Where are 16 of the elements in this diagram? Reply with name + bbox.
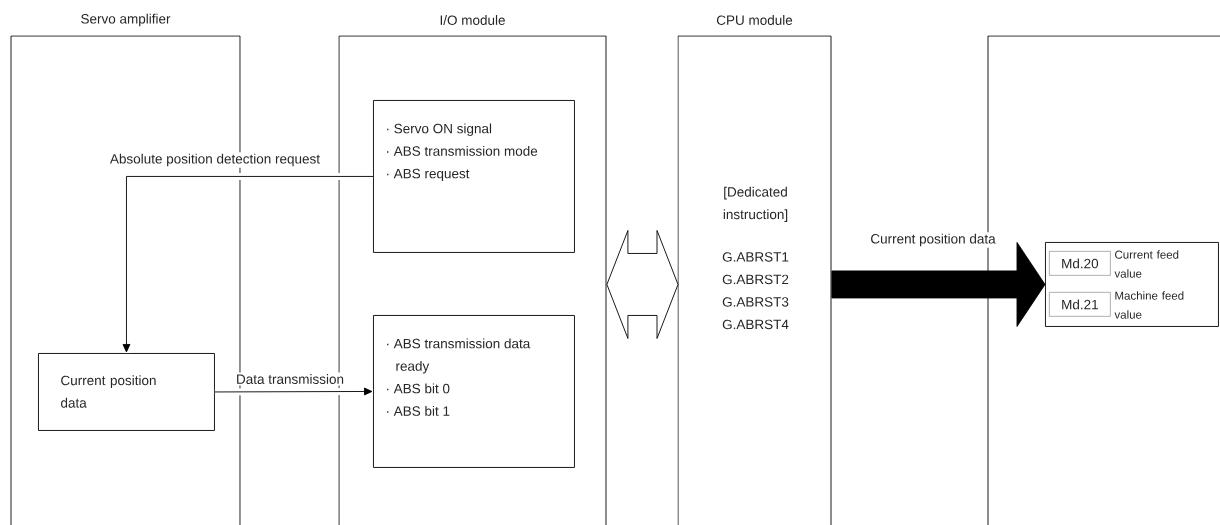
signal-list-box: · ABS transmission data ready · ABS bit 0 · ABS bit 1 <box>373 315 575 468</box>
block-arrow <box>606 230 679 339</box>
register-label: Current feed value <box>1114 250 1179 278</box>
column-panel: CPU module [Dedicated instruction] G.ABRST1 G.ABRST2 G.ABRST3 G.ABRST4 <box>677 15 832 525</box>
edge-label: Current position data <box>868 232 998 248</box>
register-box: Md.20 <box>1049 251 1111 276</box>
register-box: Md.21 <box>1049 292 1111 317</box>
process-box: Current position data <box>38 353 215 431</box>
arrow <box>214 387 373 396</box>
edge-label: Data transmission <box>234 372 346 386</box>
block-arrow <box>831 242 1046 327</box>
data-box <box>1045 242 1219 327</box>
signal-list-box: · Servo ON signal · ABS transmission mode · ABS request <box>373 100 575 253</box>
arrow <box>122 172 374 353</box>
edge-label: Absolute position detection request <box>108 152 322 168</box>
register-label: Machine feed value <box>1114 291 1184 319</box>
